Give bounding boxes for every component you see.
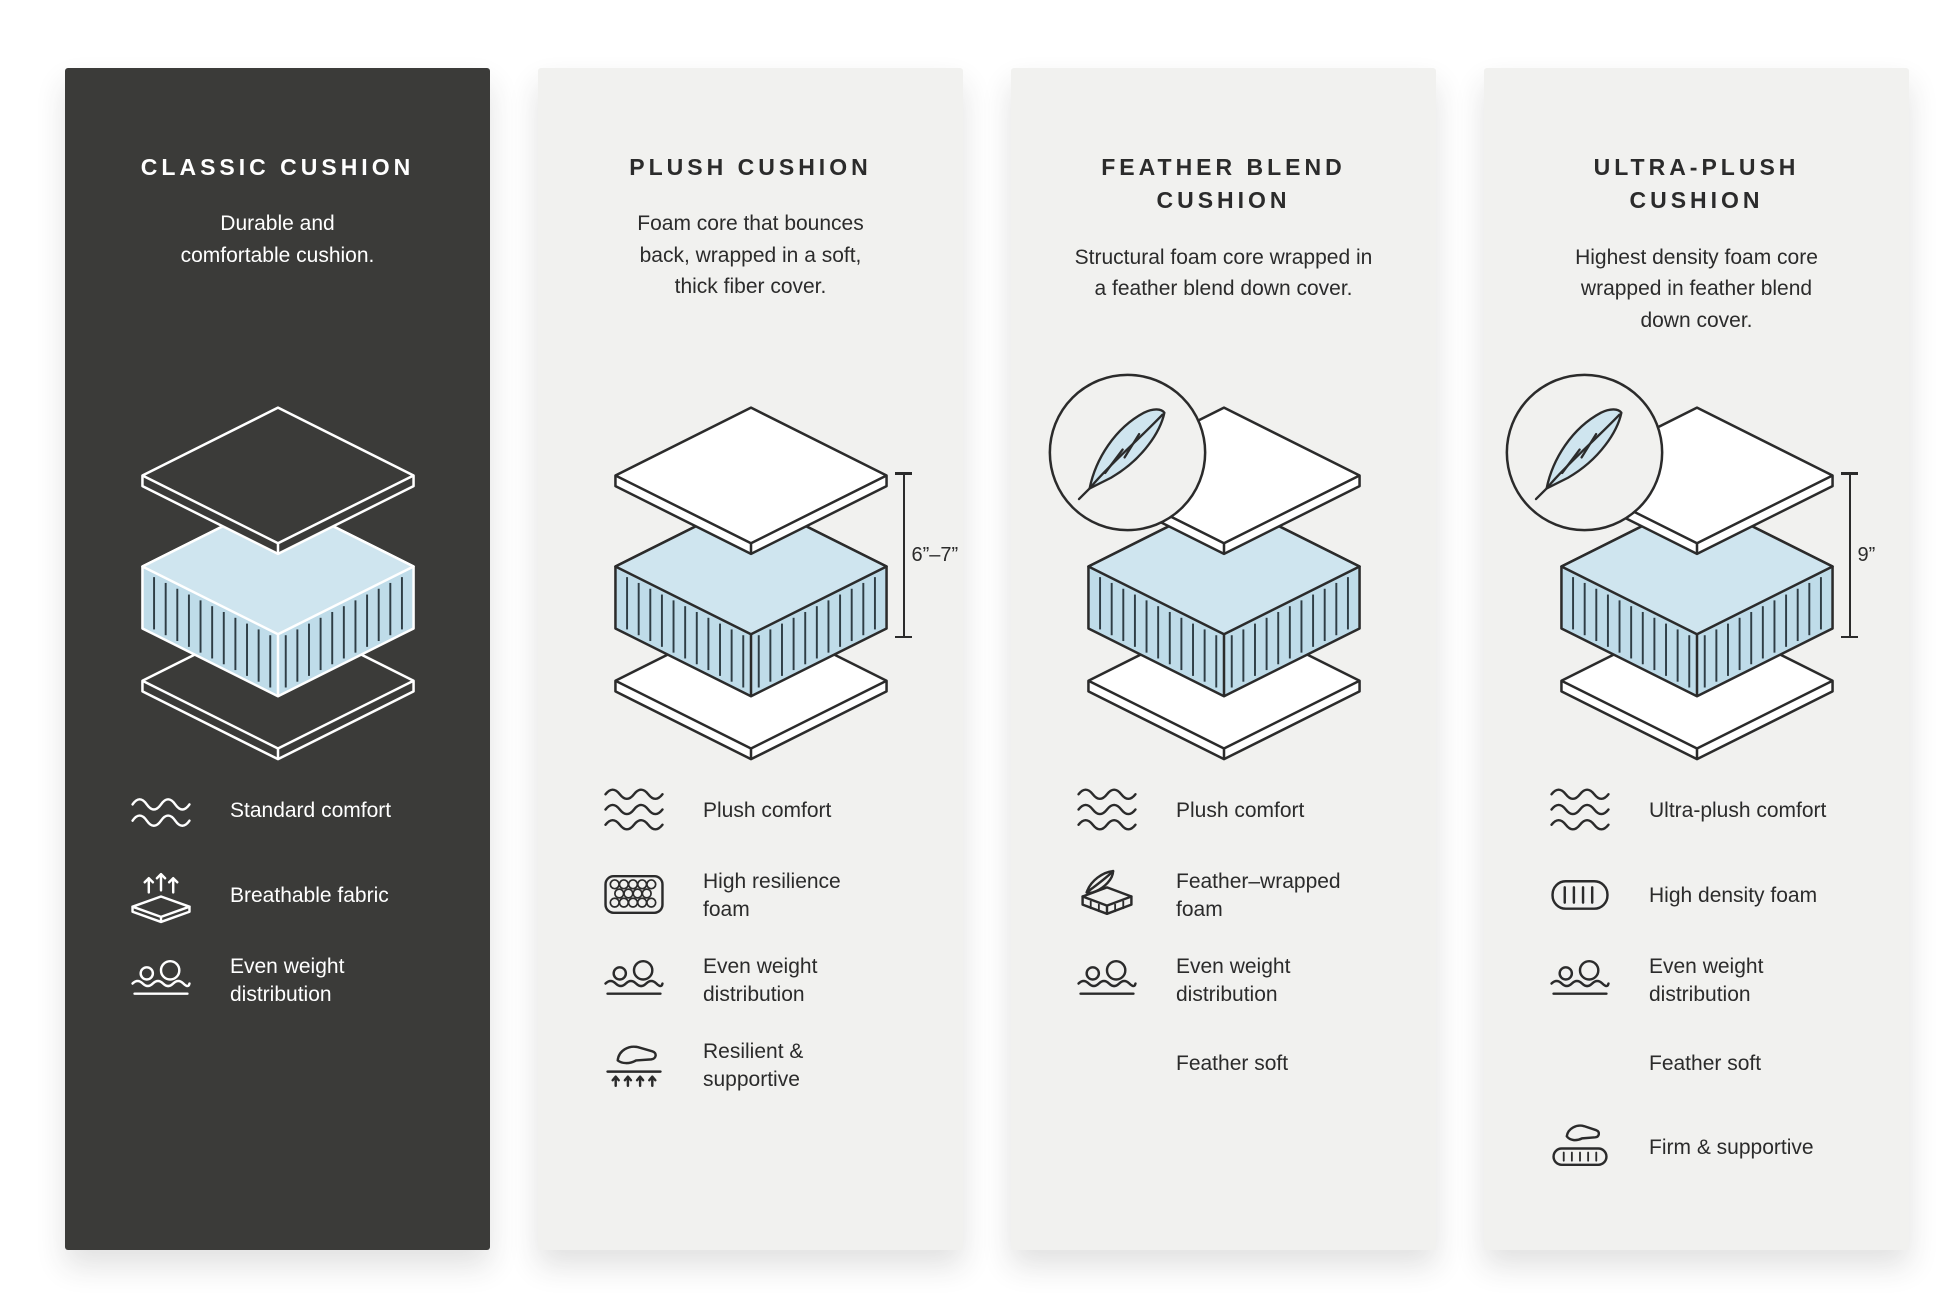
feature-label: Plush comfort — [703, 798, 832, 822]
feature-label: Ultra-plush comfort — [1649, 798, 1827, 822]
resilient-supportive-icon — [595, 1035, 673, 1096]
list-item: Feather–wrapped foam — [1068, 865, 1408, 926]
list-item: Resilient & supportive — [595, 1035, 935, 1096]
feature-label: Standard comfort — [230, 798, 392, 822]
cushion-layers-diagram: 6”–7” — [538, 390, 963, 810]
even-weight-icon — [595, 950, 673, 1011]
breathable-fabric-icon — [122, 865, 200, 926]
list-item: Standard comfort — [122, 780, 462, 841]
feature-label: Even weight distribution — [1649, 954, 1764, 1006]
feature-label: Breathable fabric — [230, 883, 389, 907]
panel-plush-cushion: PLUSH CUSHION Foam core that bounces bac… — [538, 68, 963, 1250]
list-item: Ultra-plush comfort — [1541, 780, 1881, 841]
even-weight-icon — [1541, 950, 1619, 1011]
height-measure: 6”–7” — [896, 472, 958, 638]
panel-classic-cushion: CLASSIC CUSHION Durable and comfortable … — [65, 68, 490, 1250]
feature-label: Feather soft — [1176, 1052, 1289, 1076]
cushion-comparison: CLASSIC CUSHION Durable and comfortable … — [65, 68, 1909, 1250]
high-density-foam-icon — [1541, 865, 1619, 926]
feather-badge — [1045, 370, 1210, 535]
feature-label: Even weight distribution — [230, 954, 345, 1006]
feature-label: Even weight distribution — [703, 954, 818, 1006]
panel-ultra-plush-cushion: ULTRA-PLUSH CUSHION Highest density foam… — [1484, 68, 1909, 1250]
list-item: Even weight distribution — [1068, 950, 1408, 1011]
cushion-layers-diagram: 9” — [1484, 373, 1909, 810]
plush-comfort-icon — [1068, 780, 1146, 841]
panel-title: ULTRA-PLUSH CUSHION — [1593, 154, 1800, 214]
ultra-plush-comfort-icon — [1541, 780, 1619, 841]
feature-list: Standard comfort Breathable fabric Even … — [122, 780, 462, 1035]
plush-comfort-icon — [595, 780, 673, 841]
feature-list: Ultra-plush comfort High density foam Ev… — [1541, 780, 1881, 1202]
list-item: Breathable fabric — [122, 865, 462, 926]
height-label: 9” — [1857, 544, 1876, 566]
panel-title: FEATHER BLEND CUSHION — [1101, 154, 1346, 214]
feature-label: Resilient & supportive — [703, 1039, 804, 1091]
list-item: Firm & supportive — [1541, 1117, 1881, 1178]
panel-description: Durable and comfortable cushion. — [180, 212, 375, 267]
list-item: Even weight distribution — [595, 950, 935, 1011]
panel-feather-blend-cushion: FEATHER BLEND CUSHION Structural foam co… — [1011, 68, 1436, 1250]
feature-label: High resilience foam — [703, 869, 841, 921]
panel-title: PLUSH CUSHION — [629, 154, 872, 181]
height-measure: 9” — [1842, 472, 1875, 638]
panel-description: Highest density foam core wrapped in fea… — [1575, 245, 1818, 332]
cushion-layers-diagram — [1011, 373, 1436, 810]
feather-badge — [1502, 370, 1667, 535]
feature-label: Feather–wrapped foam — [1176, 869, 1341, 921]
cushion-layers-diagram — [65, 390, 490, 810]
feature-label: Feather soft — [1649, 1052, 1762, 1076]
feature-list: Plush comfort High resilience foam Even … — [595, 780, 935, 1120]
even-weight-icon — [122, 950, 200, 1011]
list-item: Feather soft — [1068, 1035, 1408, 1093]
list-item: Even weight distribution — [122, 950, 462, 1011]
height-label: 6”–7” — [911, 544, 959, 566]
list-item: High resilience foam — [595, 865, 935, 926]
feature-label: Plush comfort — [1176, 798, 1305, 822]
panel-description: Structural foam core wrapped in a feathe… — [1074, 245, 1373, 301]
standard-comfort-icon — [122, 780, 200, 841]
feather-wrapped-foam-icon — [1068, 865, 1146, 926]
high-resilience-foam-icon — [595, 865, 673, 926]
panel-title: CLASSIC CUSHION — [140, 154, 415, 181]
feature-label: Firm & supportive — [1649, 1135, 1814, 1159]
panel-description: Foam core that bounces back, wrapped in … — [637, 212, 864, 299]
even-weight-icon — [1068, 950, 1146, 1011]
list-item: Feather soft — [1541, 1035, 1881, 1093]
firm-supportive-icon — [1541, 1117, 1619, 1178]
list-item: Even weight distribution — [1541, 950, 1881, 1011]
feature-list: Plush comfort Feather–wrapped foam Even … — [1068, 780, 1408, 1117]
list-item: Plush comfort — [1068, 780, 1408, 841]
feature-label: Even weight distribution — [1176, 954, 1291, 1006]
list-item: High density foam — [1541, 865, 1881, 926]
list-item: Plush comfort — [595, 780, 935, 841]
feature-label: High density foam — [1649, 883, 1818, 907]
